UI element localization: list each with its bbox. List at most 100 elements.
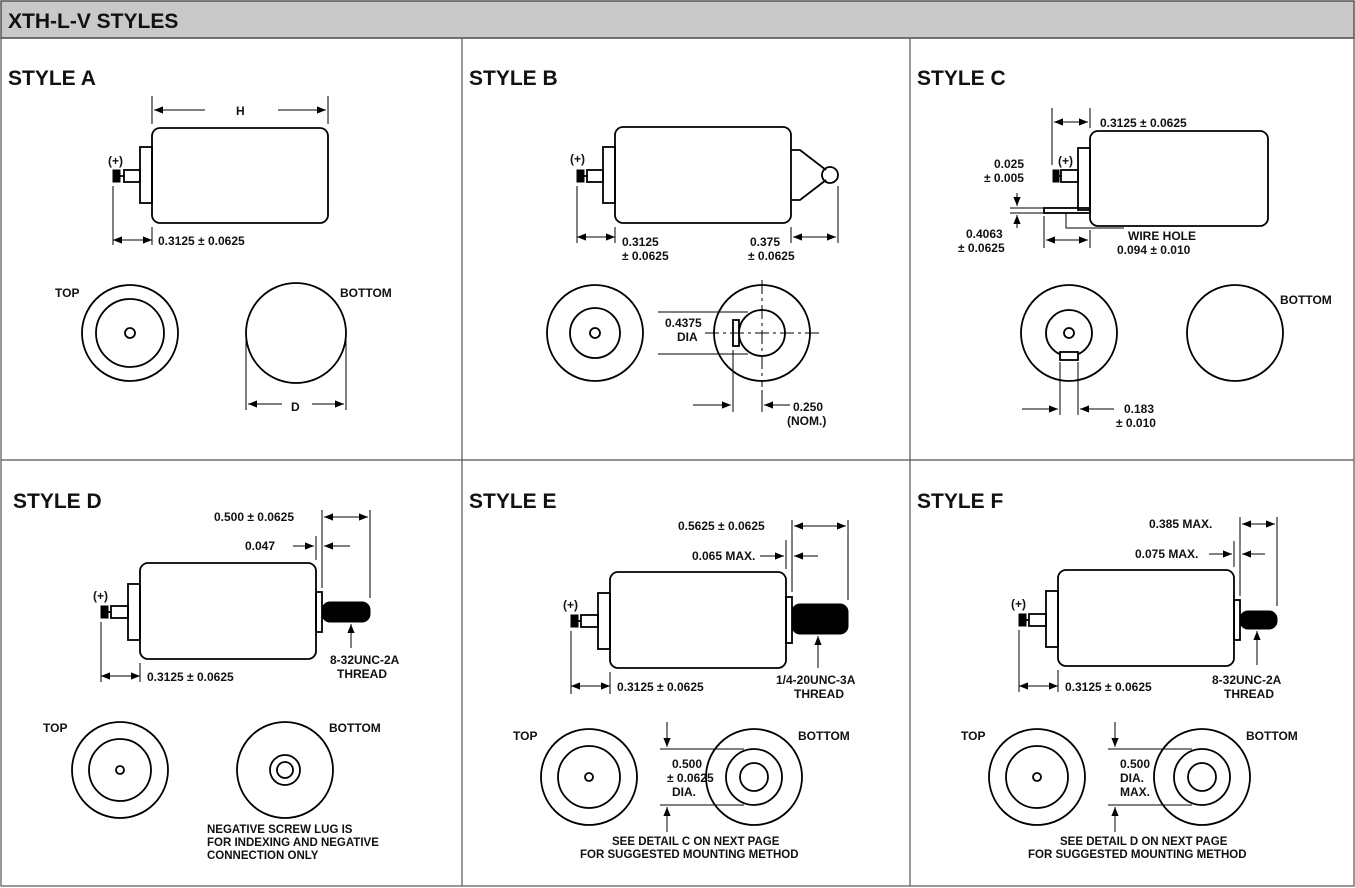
drawing-stroke: [81, 284, 179, 382]
panel-title: STYLE A: [8, 67, 96, 90]
threaded-stud: [1239, 610, 1278, 630]
terminal-nut: [570, 614, 579, 628]
top-view-label: TOP: [961, 729, 985, 743]
drawing-stroke: [95, 298, 165, 368]
bottom-view: [1108, 722, 1251, 832]
top-view: [540, 728, 638, 826]
bottom-view: [245, 282, 347, 410]
can-body: [139, 562, 317, 660]
drawing-stroke: [725, 748, 783, 806]
top-view: [71, 721, 169, 819]
dim-lead-label-2: ± 0.0625: [622, 249, 669, 263]
top-view: [546, 284, 644, 382]
solder-tab: [1043, 207, 1091, 214]
drawing-stroke: [124, 327, 136, 339]
dim-gap-label: 0.075 MAX.: [1135, 547, 1198, 561]
note-line-1: SEE DETAIL D ON NEXT PAGE: [1060, 836, 1228, 848]
drawing-stroke: [236, 721, 334, 819]
drawing-stroke: [1059, 351, 1079, 361]
positive-terminal-label: (+): [570, 152, 585, 166]
drawing-stroke: [71, 721, 169, 819]
drawing-stroke: [269, 754, 301, 786]
dim-lead-label: 0.3125 ± 0.0625: [1065, 680, 1152, 694]
terminal-nut: [100, 605, 109, 619]
can-body: [614, 126, 792, 224]
dim-thk-label-2: ± 0.005: [984, 171, 1024, 185]
drawing-stroke: [569, 307, 621, 359]
side-view: [1010, 108, 1269, 248]
panel-title: STYLE F: [917, 490, 1004, 513]
drawing-stroke: [115, 765, 125, 775]
can-body: [609, 571, 787, 669]
drawing-stroke: [739, 762, 769, 792]
drawing-stroke: [540, 728, 638, 826]
dim-tab-label-1: 0.183: [1124, 402, 1154, 416]
note-line-2: FOR SUGGESTED MOUNTING METHOD: [580, 849, 799, 861]
dim-dia-label-2: DIA.: [1120, 771, 1144, 785]
side-view: [576, 126, 839, 243]
drawing-stroke: [1020, 284, 1118, 382]
note-line-1: SEE DETAIL C ON NEXT PAGE: [612, 836, 780, 848]
dim-lead-label: 0.3125 ± 0.0625: [147, 670, 234, 684]
terminal-stud: [1060, 169, 1079, 183]
wire-hole-label-1: WIRE HOLE: [1128, 229, 1196, 243]
terminal-nut: [1018, 613, 1027, 627]
thread-label-2: THREAD: [337, 667, 387, 681]
terminal-stud: [110, 605, 129, 619]
wire-hole-label-2: 0.094 ± 0.010: [1117, 243, 1191, 257]
flange: [127, 583, 141, 641]
dim-height-label: H: [236, 104, 245, 118]
flange: [1045, 590, 1059, 648]
dim-dia-label-2: DIA: [677, 330, 698, 344]
dim-dia-label-3: DIA.: [672, 785, 696, 799]
thread-label-2: THREAD: [794, 687, 844, 701]
note-line-2: FOR INDEXING AND NEGATIVE: [207, 837, 379, 849]
dim-stud-len-label: 0.500 ± 0.0625: [214, 510, 294, 524]
bottom-view: [1186, 284, 1284, 382]
can-body: [1057, 569, 1235, 667]
drawing-stroke: [1063, 327, 1075, 339]
bottom-view-label: BOTTOM: [340, 286, 392, 300]
drawing-stroke: [1173, 748, 1231, 806]
drawing-stroke: [1005, 745, 1069, 809]
note-line-3: CONNECTION ONLY: [207, 850, 319, 862]
dim-stud-len-label: 0.385 MAX.: [1149, 517, 1212, 531]
drawing-stroke: [988, 728, 1086, 826]
grid-border: [0, 37, 1355, 887]
side-view: [100, 510, 371, 682]
top-view: [1020, 284, 1118, 415]
terminal-stud: [1028, 613, 1047, 627]
drawing-stroke: [1045, 309, 1093, 357]
dim-lead-label-1: 0.3125: [622, 235, 659, 249]
solder-tab: [791, 149, 827, 201]
panel-title: STYLE C: [917, 67, 1006, 90]
dim-lead-label: 0.3125 ± 0.0625: [617, 680, 704, 694]
terminal-stud: [580, 614, 599, 628]
can-body: [151, 127, 329, 224]
top-view-label: TOP: [55, 286, 79, 300]
drawing-stroke: [276, 761, 294, 779]
dim-dia-label-3: MAX.: [1120, 785, 1150, 799]
dim-dia-label-2: ± 0.0625: [667, 771, 714, 785]
bottom-view-label: BOTTOM: [1280, 293, 1332, 307]
can-body: [1089, 130, 1269, 227]
drawing-stroke: [88, 738, 152, 802]
dim-lead-label-1: 0.4063: [966, 227, 1003, 241]
panel-style-d: STYLE D 0.500 ± 0.0625 0.047 (+) 0.3125 …: [13, 490, 400, 862]
panel-title: STYLE D: [13, 490, 102, 513]
dim-lead-label: 0.3125 ± 0.0625: [158, 234, 245, 248]
threaded-stud: [791, 603, 849, 635]
terminal-stud: [123, 169, 141, 183]
positive-terminal-label: (+): [1011, 597, 1026, 611]
drawing-stroke: [557, 745, 621, 809]
end-flange: [315, 591, 323, 633]
drawing-stroke: [245, 282, 347, 384]
terminal-stud: [586, 169, 604, 183]
solder-tab-hole: [821, 166, 839, 184]
side-view: [112, 96, 329, 245]
drawing-stroke: [1153, 728, 1251, 826]
terminal-nut: [576, 169, 585, 183]
dim-stud-len-label: 0.5625 ± 0.0625: [678, 519, 765, 533]
bottom-view: [236, 721, 334, 819]
